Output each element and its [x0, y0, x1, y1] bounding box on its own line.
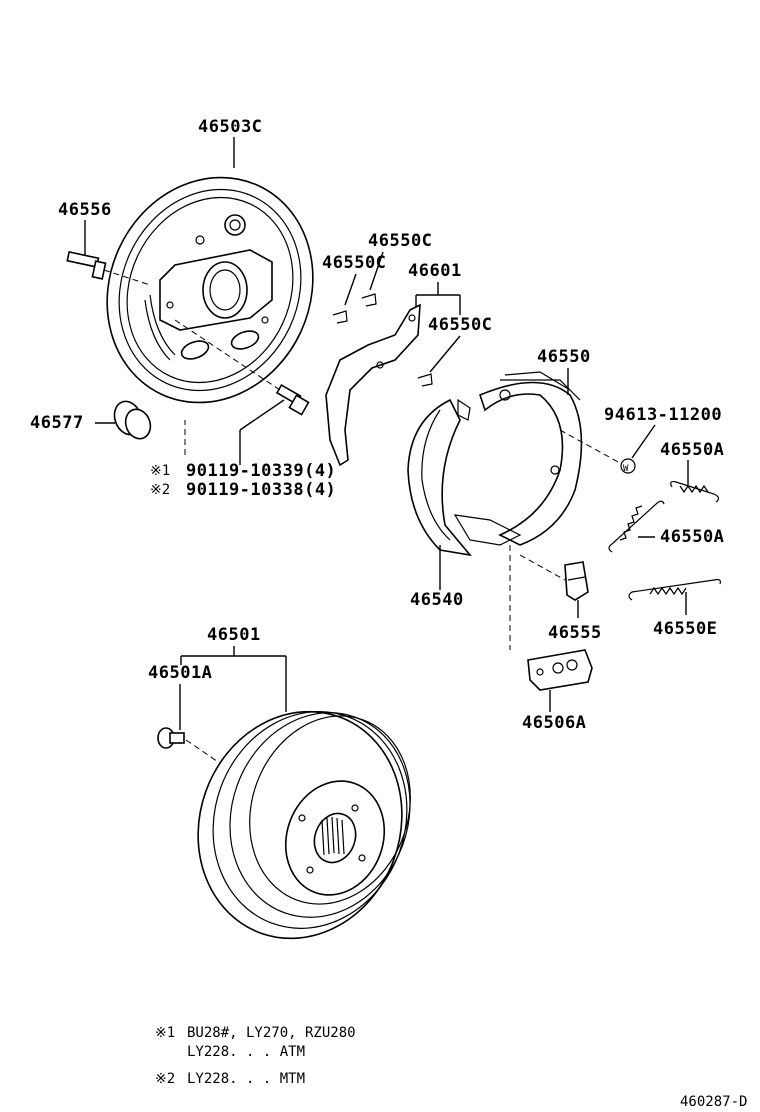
label-90119-10339: 90119-10339(4): [186, 461, 336, 481]
leader-46550c-top: [369, 251, 384, 291]
label-46550c-right: 46550C: [428, 315, 492, 335]
spring-a1-coil: [679, 484, 709, 494]
leader-90119-d: [239, 399, 285, 431]
footnote1-mark: ※1: [155, 1025, 175, 1041]
leader-46550c-right: [429, 335, 461, 373]
leader-94613: [631, 424, 656, 459]
w-mark: W: [623, 464, 629, 474]
label-46506a: 46506A: [522, 713, 586, 733]
adjuster-drawing: [527, 649, 593, 691]
w-washer-symbol: [620, 458, 636, 474]
note1-mark: ※1: [150, 463, 170, 479]
label-90119-10338: 90119-10338(4): [186, 480, 336, 500]
parking-lever-drawing: [325, 303, 421, 467]
label-46501a: 46501A: [148, 663, 212, 683]
label-46550: 46550: [537, 347, 591, 367]
spring-a2-drawing: [608, 500, 665, 553]
note2-mark: ※2: [150, 482, 170, 498]
footnote2-mark: ※2: [155, 1071, 175, 1087]
strut-drawing: [564, 561, 589, 601]
label-46540: 46540: [410, 590, 464, 610]
label-46501: 46501: [207, 625, 261, 645]
label-46503c: 46503C: [198, 117, 262, 137]
spring-e-drawing: [628, 578, 721, 601]
leader-46550c-left: [344, 273, 357, 306]
clip-drawing-2: [332, 310, 348, 324]
diagram-id: 460287-D: [680, 1094, 747, 1110]
dash-90119: [174, 319, 281, 391]
clip-drawing-3: [417, 373, 433, 387]
spring-a2-coil: [619, 505, 643, 541]
bolt-90119-drawing: [275, 383, 310, 416]
spring-e-coil: [649, 586, 687, 596]
dash-94613: [559, 429, 621, 464]
hole-plug-drawing: [113, 400, 152, 440]
label-46555: 46555: [548, 623, 602, 643]
drum-bolt-drawing: [157, 727, 185, 749]
label-46550e: 46550E: [653, 619, 717, 639]
label-46550a-1: 46550A: [660, 440, 724, 460]
dash-46556: [103, 269, 151, 286]
brake-drum-drawing: [197, 710, 411, 940]
footnote1-line2: LY228. . . ATM: [187, 1044, 305, 1060]
footnote1-line1: BU28#, LY270, RZU280: [187, 1025, 356, 1041]
label-46550c-top: 46550C: [368, 231, 432, 251]
label-46550a-2: 46550A: [660, 527, 724, 547]
brake-shoe-drawing: [407, 371, 583, 557]
bolt-46556-drawing: [66, 251, 107, 280]
label-46601: 46601: [408, 261, 462, 281]
label-46556: 46556: [58, 200, 112, 220]
backing-plate-drawing: [106, 176, 314, 404]
label-46577: 46577: [30, 413, 84, 433]
spring-a1-drawing: [670, 480, 720, 503]
footnote2-line1: LY228. . . MTM: [187, 1071, 305, 1087]
label-94613-11200: 94613-11200: [604, 405, 722, 425]
dash-46555: [519, 554, 566, 581]
label-46550c-left: 46550C: [322, 253, 386, 273]
clip-drawing-1: [361, 293, 377, 307]
